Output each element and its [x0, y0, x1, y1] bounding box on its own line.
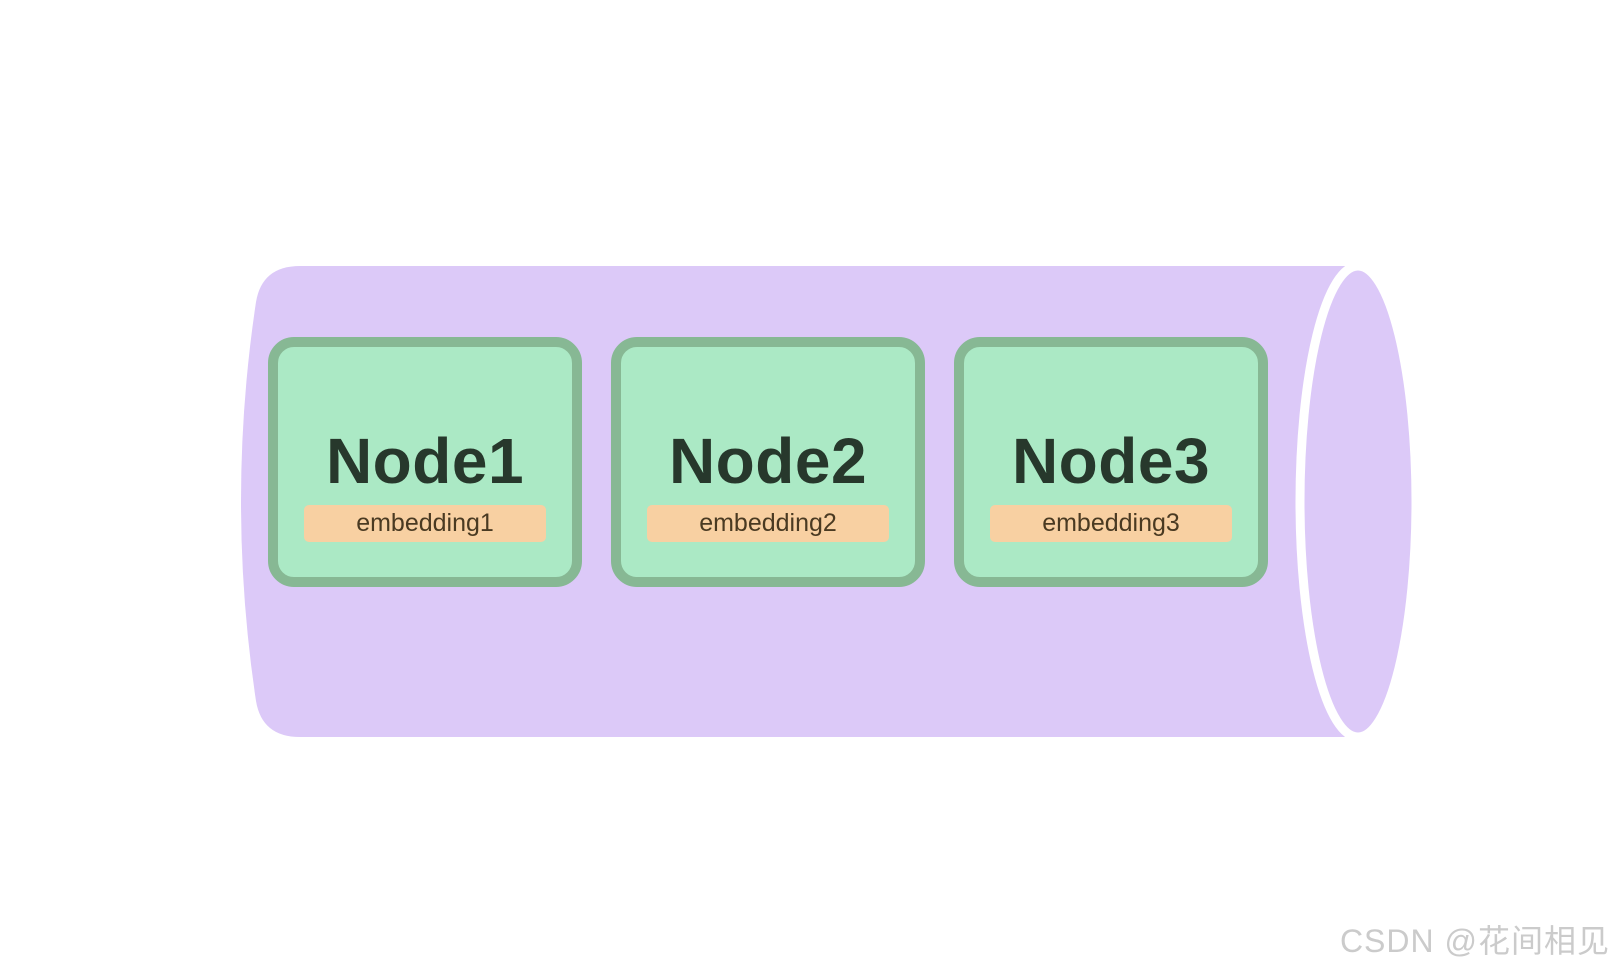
embedding-label: embedding1 [356, 509, 494, 537]
embedding-badge: embedding1 [304, 505, 546, 542]
node-card: Node2 embedding2 [611, 337, 925, 587]
embedding-badge: embedding2 [647, 505, 889, 542]
node-card: Node1 embedding1 [268, 337, 582, 587]
node-label: Node2 [668, 425, 868, 497]
node-label: Node3 [1011, 425, 1211, 497]
watermark: CSDN @花间相见 [1339, 923, 1610, 959]
node-card: Node3 embedding3 [954, 337, 1268, 587]
cylinder-end-cap-ellipse [1295, 261, 1421, 742]
embedding-label: embedding2 [699, 509, 837, 537]
embedding-label: embedding3 [1042, 509, 1180, 537]
node-label: Node1 [325, 425, 525, 497]
embedding-badge: embedding3 [990, 505, 1232, 542]
